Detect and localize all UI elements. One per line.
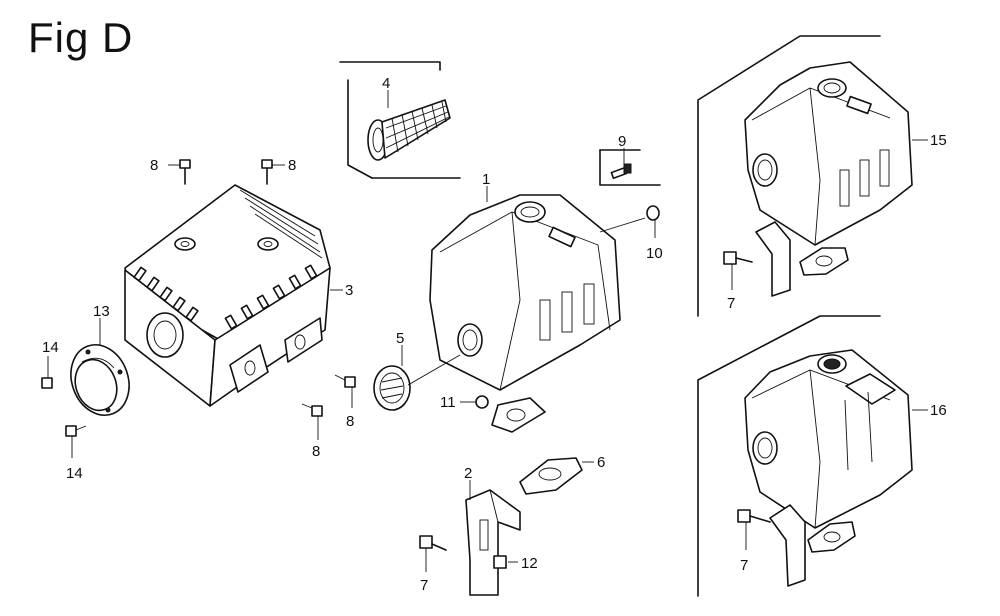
callout-13: 13 — [93, 303, 110, 320]
callout-15: 15 — [930, 132, 947, 149]
figure-title: Fig D — [28, 14, 134, 61]
screw-part-12 — [493, 555, 518, 569]
muffler-protector-part-3 — [124, 184, 343, 407]
callout-7-part-15: 7 — [727, 295, 735, 312]
callout-8-right: 8 — [346, 413, 354, 430]
callout-12: 12 — [521, 555, 538, 572]
outlet-screen-part-5 — [373, 345, 461, 411]
callout-11: 11 — [440, 394, 456, 411]
screw-part-8-top-left — [168, 159, 191, 185]
screw-part-10 — [646, 205, 660, 238]
nut-part-11 — [460, 395, 489, 409]
spark-arrester-screen-part-4 — [367, 90, 451, 161]
callout-4: 4 — [382, 75, 390, 92]
frame-part-15 — [697, 35, 881, 317]
bracket-part-2 — [465, 480, 521, 596]
callout-9: 9 — [618, 133, 626, 150]
callout-14-upper: 14 — [42, 339, 59, 356]
frame-part-16 — [697, 315, 881, 597]
callout-2: 2 — [464, 465, 472, 482]
callout-7-part-16: 7 — [740, 557, 748, 574]
screw-part-8-top-right — [261, 159, 285, 185]
inset-frame-part-9 — [599, 149, 661, 186]
muffler-assembly-part-15 — [723, 61, 928, 297]
callout-10: 10 — [646, 245, 663, 262]
callout-6: 6 — [597, 454, 605, 471]
callout-8-top-right: 8 — [288, 157, 296, 174]
muffler-assembly-part-16 — [737, 349, 928, 587]
screw-part-9 — [610, 148, 632, 180]
callout-14-lower: 14 — [66, 465, 83, 482]
callout-16: 16 — [930, 402, 947, 419]
screw-part-7-bottom-center — [419, 535, 447, 572]
screw-part-14-lower — [65, 425, 87, 458]
screw-part-14-upper — [41, 356, 53, 389]
end-cap-part-13 — [70, 318, 130, 416]
callout-3: 3 — [345, 282, 353, 299]
inset-frame-part-4 — [339, 61, 461, 179]
callout-1: 1 — [482, 171, 490, 188]
callout-5: 5 — [396, 330, 404, 347]
muffler-part-1 — [429, 186, 646, 433]
callout-8-bottom: 8 — [312, 443, 320, 460]
callout-8-top-left: 8 — [150, 157, 158, 174]
gasket-part-6 — [519, 457, 594, 495]
screw-part-8-bottom — [301, 403, 323, 440]
screw-part-8-right — [334, 374, 356, 408]
callout-7-bottom-center: 7 — [420, 577, 428, 594]
